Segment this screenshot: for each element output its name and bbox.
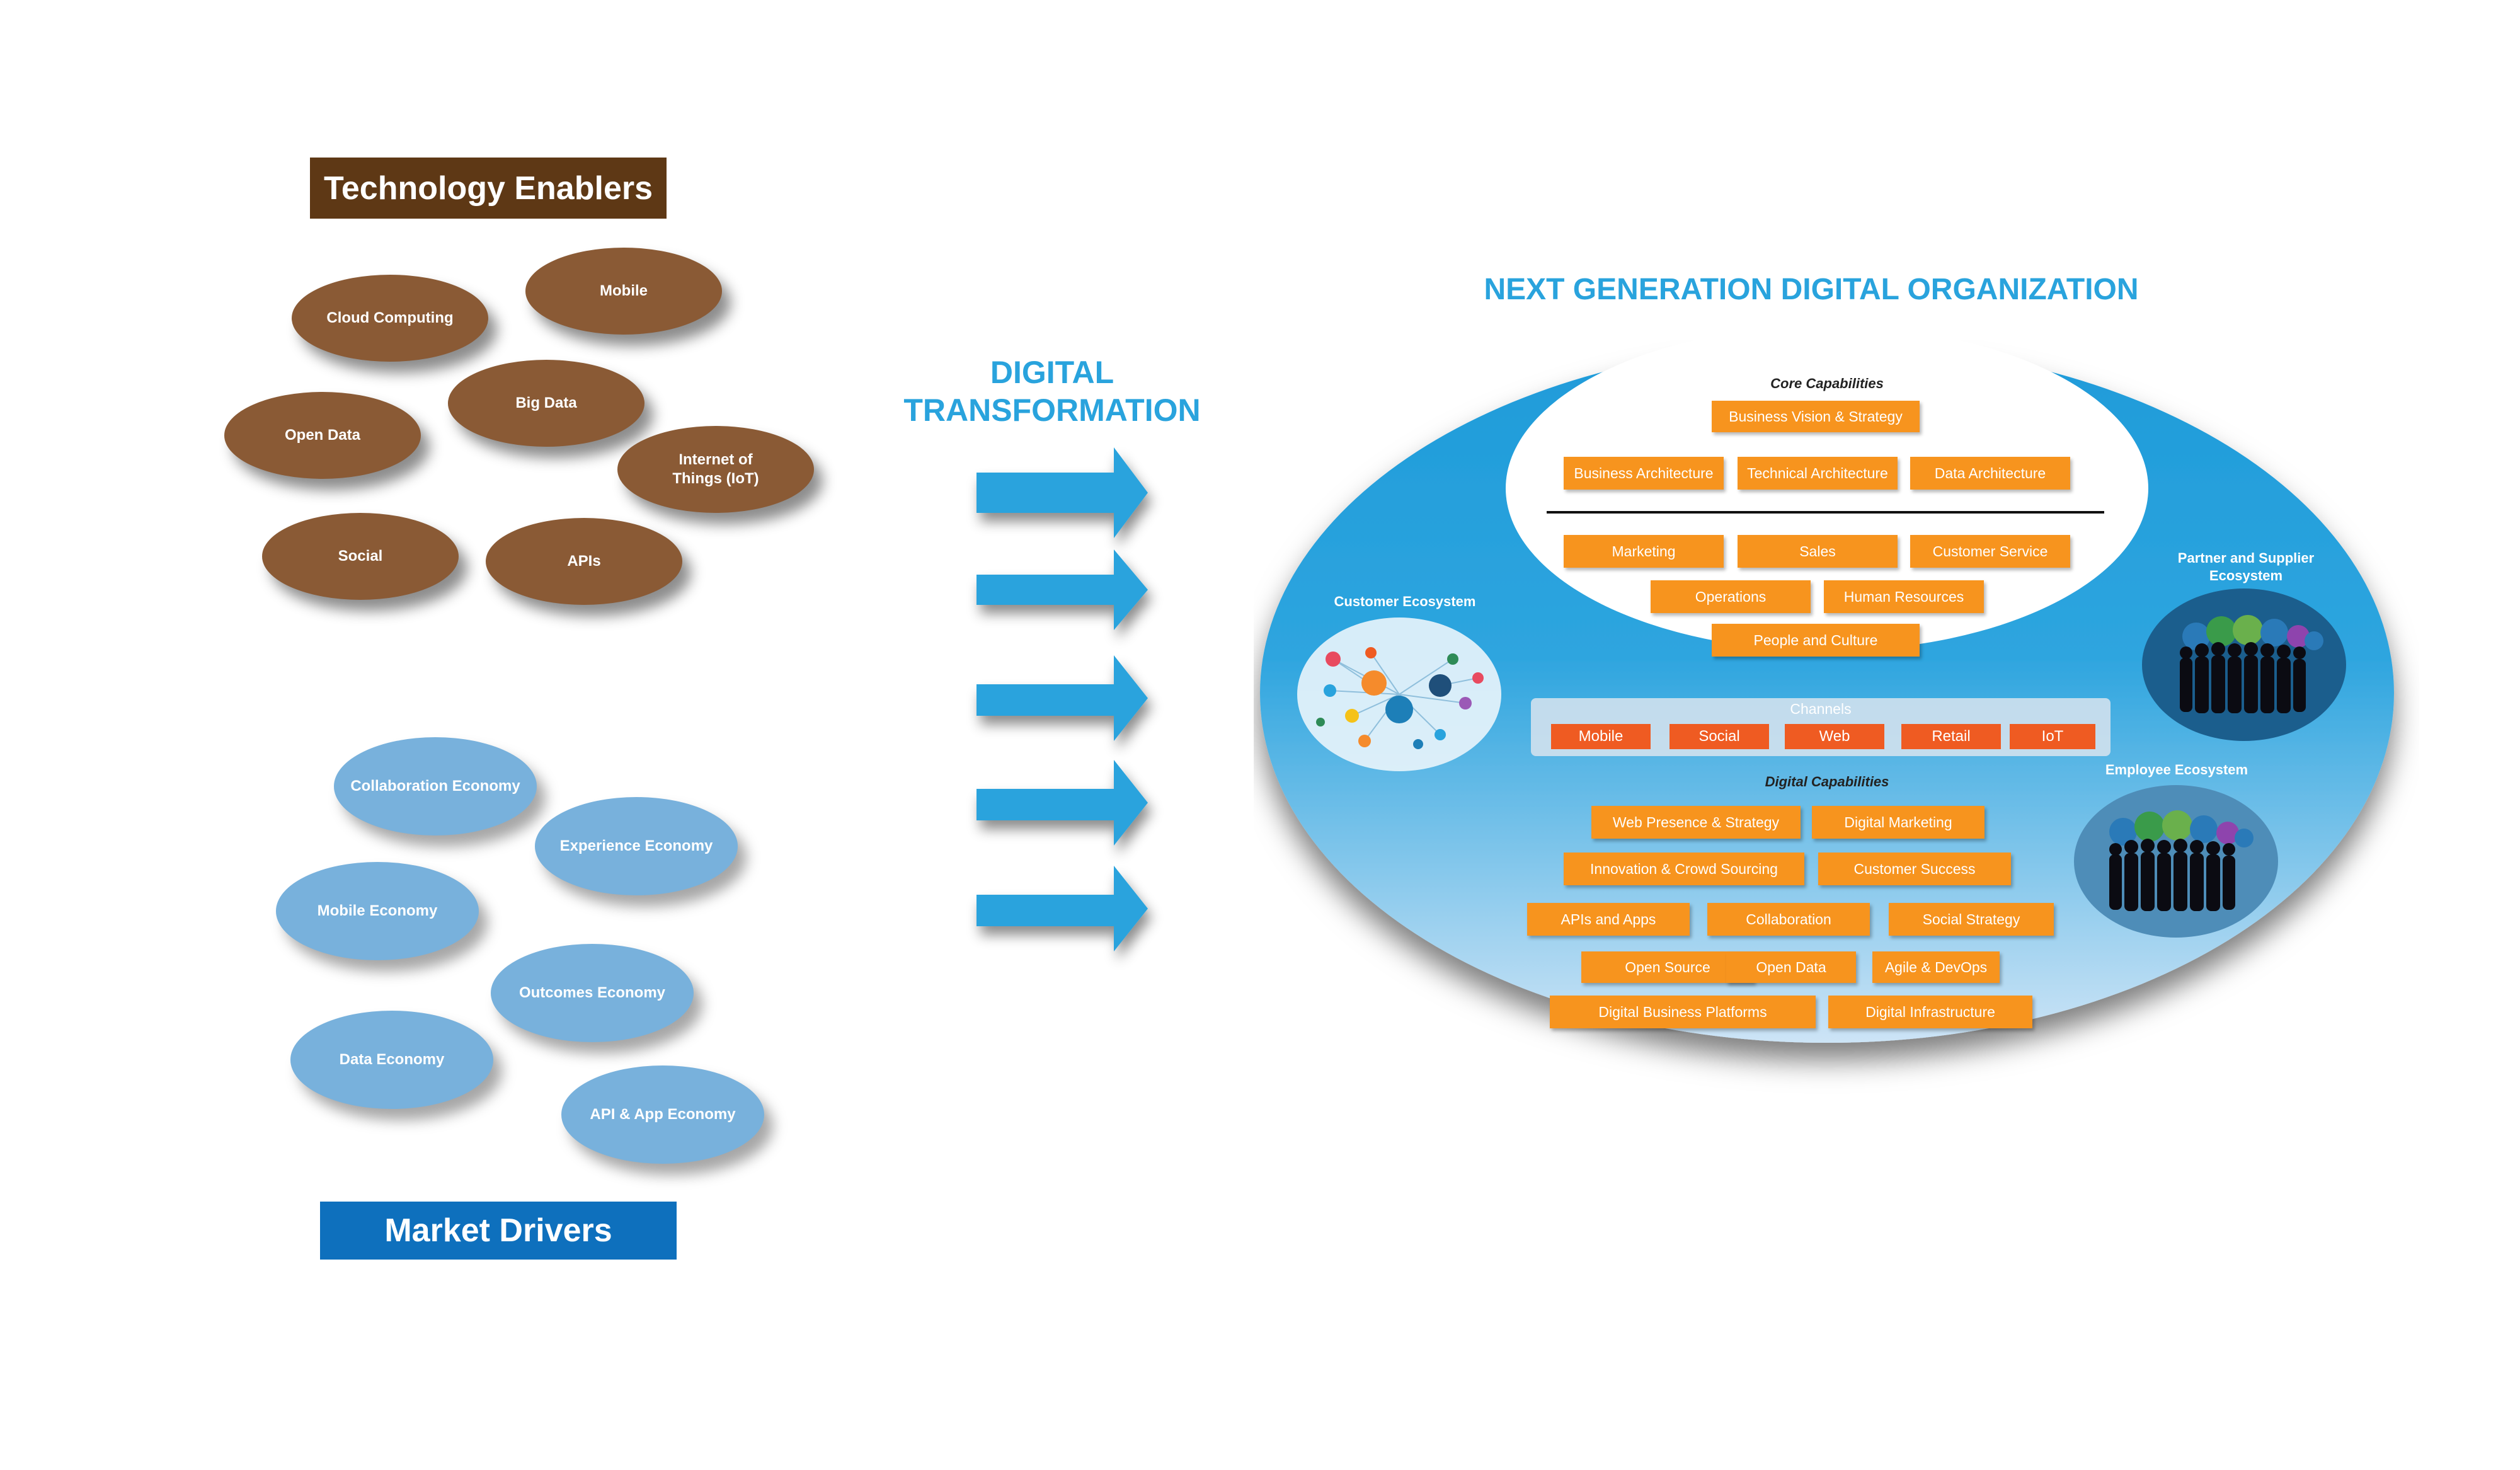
transformation-arrows [976, 447, 1148, 951]
core-data-architecture: Data Architecture [1910, 457, 2070, 490]
employee-ecosystem-label: Employee Ecosystem [2105, 762, 2248, 778]
core-sales: Sales [1738, 535, 1898, 568]
enabler-iot: Internet of Things (IoT) [617, 426, 814, 513]
partner-ecosystem-people-icon [2142, 589, 2346, 741]
core-people-culture: People and Culture [1712, 624, 1920, 657]
arrow-2 [976, 549, 1148, 630]
core-business-architecture: Business Architecture [1564, 457, 1724, 490]
employee-ecosystem-people-icon [2074, 785, 2278, 938]
driver-outcomes-economy: Outcomes Economy [491, 944, 694, 1042]
driver-mobile-economy: Mobile Economy [276, 862, 479, 960]
driver-api-app-economy: API & App Economy [561, 1065, 764, 1164]
core-technical-architecture: Technical Architecture [1738, 457, 1898, 490]
enabler-cloud-computing: Cloud Computing [292, 275, 488, 362]
channel-retail: Retail [1901, 724, 2001, 749]
enabler-open-data: Open Data [224, 392, 421, 479]
customer-ecosystem-network-icon [1297, 617, 1501, 771]
digital-innovation-crowd: Innovation & Crowd Sourcing [1564, 853, 1804, 885]
channel-social: Social [1670, 724, 1769, 749]
core-marketing: Marketing [1564, 535, 1724, 568]
core-customer-service: Customer Service [1910, 535, 2070, 568]
customer-ecosystem-label: Customer Ecosystem [1334, 594, 1476, 609]
digital-social-strategy: Social Strategy [1889, 903, 2054, 936]
core-human-resources: Human Resources [1824, 580, 1984, 613]
core-business-vision: Business Vision & Strategy [1712, 401, 1920, 432]
enabler-mobile: Mobile [525, 248, 722, 335]
digital-web-presence: Web Presence & Strategy [1591, 806, 1801, 839]
digital-apis-apps: APIs and Apps [1527, 903, 1690, 936]
digital-customer-success: Customer Success [1818, 853, 2011, 885]
digital-open-source: Open Source [1581, 951, 1754, 983]
digital-business-platforms: Digital Business Platforms [1550, 996, 1816, 1028]
transformation-heading-line2: TRANSFORMATION [903, 393, 1201, 428]
core-operations: Operations [1651, 580, 1811, 613]
enabler-apis: APIs [486, 518, 682, 605]
driver-experience-economy: Experience Economy [535, 797, 738, 895]
digital-marketing: Digital Marketing [1812, 806, 1984, 839]
digital-collaboration: Collaboration [1707, 903, 1870, 936]
core-capabilities-label: Core Capabilities [1770, 376, 1884, 391]
enabler-social: Social [262, 513, 459, 600]
channels-label: Channels [1790, 701, 1852, 717]
channel-mobile: Mobile [1551, 724, 1651, 749]
driver-data-economy: Data Economy [290, 1011, 493, 1109]
arrow-5 [976, 866, 1148, 951]
channel-web: Web [1785, 724, 1884, 749]
digital-open-data: Open Data [1726, 951, 1856, 983]
channel-iot: IoT [2010, 724, 2095, 749]
market-drivers-banner: Market Drivers [320, 1202, 677, 1260]
digital-agile-devops: Agile & DevOps [1872, 951, 2000, 983]
arrow-1 [976, 447, 1148, 538]
partner-ecosystem-label-line1: Partner and Supplier [2177, 550, 2315, 566]
digital-capabilities-label: Digital Capabilities [1765, 774, 1889, 790]
driver-collaboration-economy: Collaboration Economy [334, 737, 537, 835]
transformation-heading-line1: DIGITAL [990, 355, 1114, 390]
technology-enablers-banner: Technology Enablers [310, 158, 667, 219]
enabler-big-data: Big Data [448, 360, 644, 447]
digital-infrastructure: Digital Infrastructure [1828, 996, 2032, 1028]
arrow-3 [976, 655, 1148, 741]
organization-title: NEXT GENERATION DIGITAL ORGANIZATION [1484, 273, 2139, 306]
arrow-4 [976, 760, 1148, 846]
partner-ecosystem-label-line2: Ecosystem [2209, 568, 2283, 583]
